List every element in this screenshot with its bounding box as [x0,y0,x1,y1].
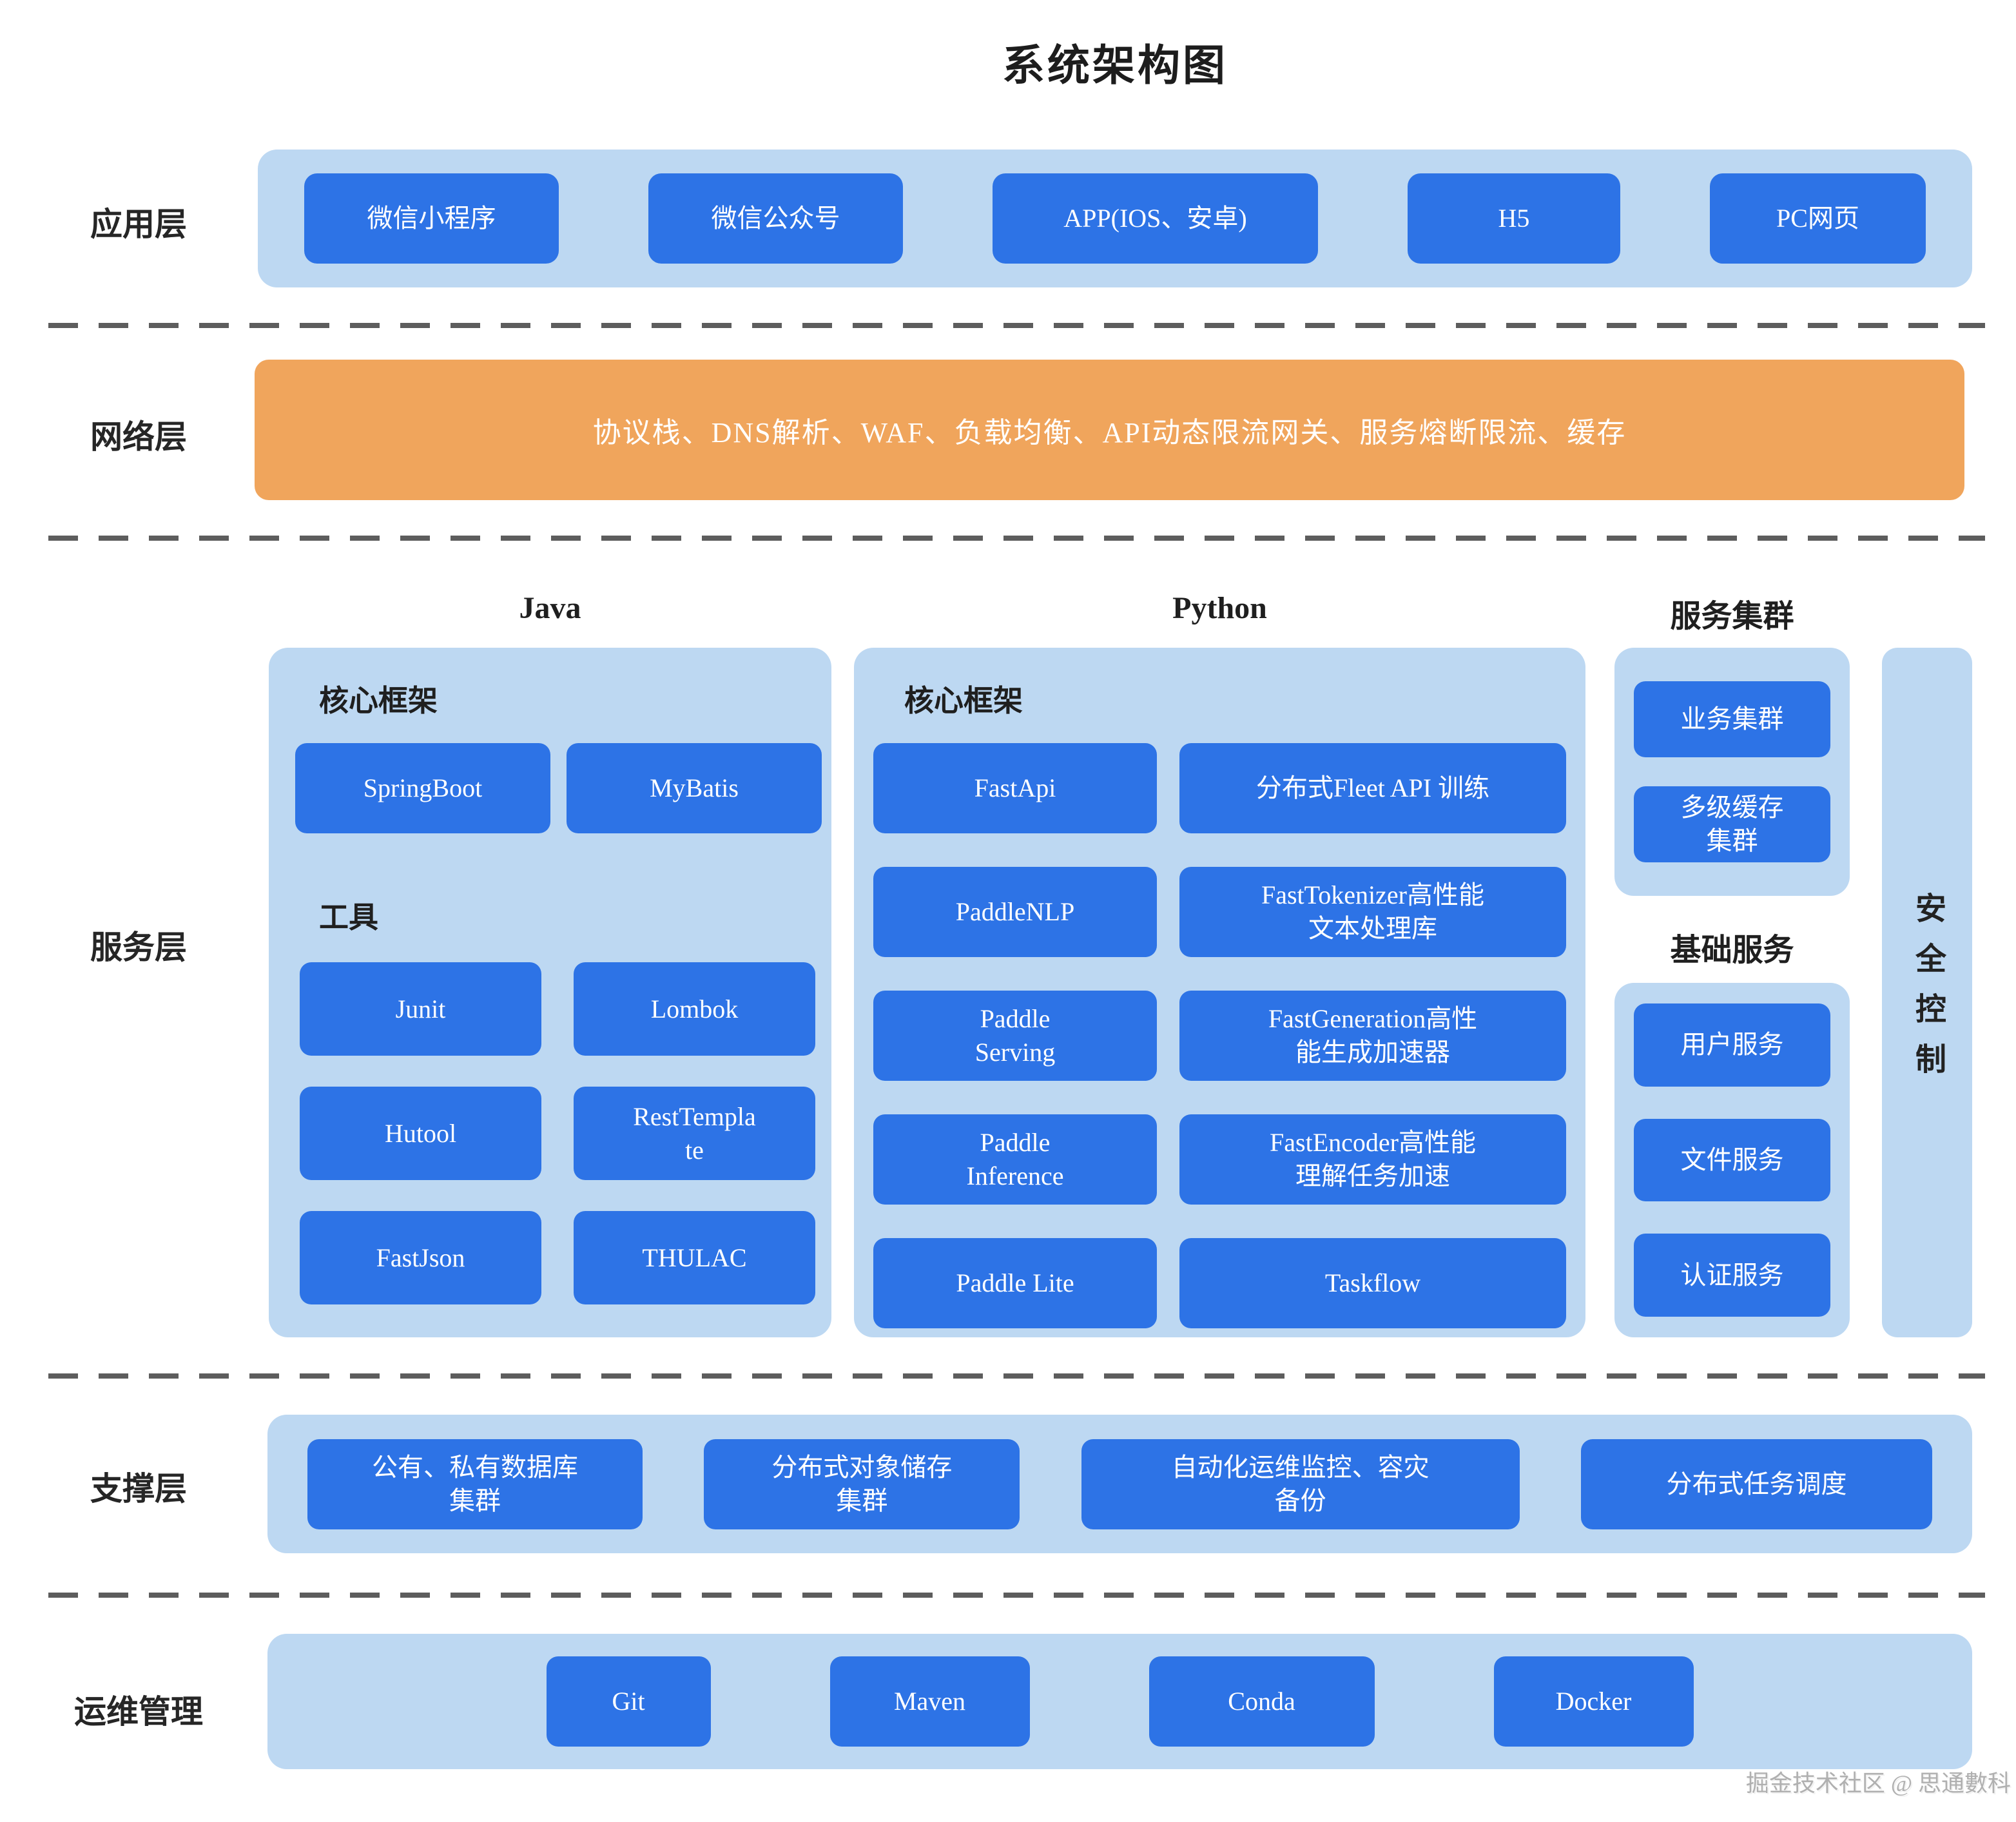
box-file-service: 文件服务 [1634,1118,1830,1202]
box-taskflow: Taskflow [1179,1238,1566,1328]
network-capabilities-bar: 协议栈、DNS解析、WAF、负载均衡、API动态限流网关、服务熔断限流、缓存 [255,360,1964,500]
box-paddle-serving: Paddle Serving [873,991,1157,1081]
box-conda: Conda [1149,1656,1375,1747]
service-clusters-panel: 业务集群 多级缓存 集群 [1614,648,1850,896]
python-grid: FastApi 分布式Fleet API 训练 PaddleNLP FastTo… [873,743,1566,1328]
java-tools-grid: Junit Lombok Hutool RestTempla te FastJs… [300,962,815,1304]
box-lombok: Lombok [574,962,815,1056]
box-fastapi: FastApi [873,743,1157,833]
watermark: 掘金技术社区 @ 思通數科 [1745,1770,2011,1796]
box-springboot: SpringBoot [295,743,550,833]
python-panel: 核心框架 FastApi 分布式Fleet API 训练 PaddleNLP F… [854,648,1585,1337]
box-wechat-official-account: 微信公众号 [648,173,903,264]
python-section-heading: Python [1172,591,1267,625]
box-app-ios-android: APP(IOS、安卓) [993,173,1318,264]
box-paddle-lite: Paddle Lite [873,1238,1157,1328]
ops-layer-panel: Git Maven Conda Docker [267,1634,1972,1769]
java-tools-title: 工具 [319,901,378,934]
network-capabilities-text: 协议栈、DNS解析、WAF、负载均衡、API动态限流网关、服务熔断限流、缓存 [592,417,1627,449]
page-title: 系统架构图 [1002,43,1228,90]
box-object-storage-cluster: 分布式对象储存 集群 [704,1439,1020,1529]
box-multilevel-cache-cluster: 多级缓存 集群 [1634,786,1830,862]
layer-label-service: 服务层 [90,929,187,965]
security-control-label: 安全控制 [1910,892,1944,1093]
box-task-scheduling: 分布式任务调度 [1580,1439,1932,1529]
java-core-grid: SpringBoot MyBatis [295,743,822,833]
layer-divider [48,1373,1985,1379]
java-panel: 核心框架 SpringBoot MyBatis 工具 Junit Lombok … [269,648,831,1337]
application-layer-panel: 微信小程序 微信公众号 APP(IOS、安卓) H5 PC网页 [258,150,1972,287]
layer-divider [48,1593,1985,1598]
layer-label-ops: 运维管理 [74,1694,203,1730]
box-maven: Maven [829,1656,1030,1747]
basic-services-panel: 用户服务 文件服务 认证服务 [1614,983,1850,1337]
box-fasttokenizer: FastTokenizer高性能 文本处理库 [1179,867,1566,957]
box-business-cluster: 业务集群 [1634,681,1830,757]
box-auth-service: 认证服务 [1634,1234,1830,1317]
box-paddlenlp: PaddleNLP [873,867,1157,957]
box-fastjson: FastJson [300,1211,541,1304]
box-user-service: 用户服务 [1634,1003,1830,1087]
basic-services-heading: 基础服务 [1670,933,1794,967]
box-fastencoder: FastEncoder高性能 理解任务加速 [1179,1114,1566,1205]
box-paddle-inference: Paddle Inference [873,1114,1157,1205]
box-junit: Junit [300,962,541,1056]
support-layer-panel: 公有、私有数据库 集群 分布式对象储存 集群 自动化运维监控、容灾 备份 分布式… [267,1415,1972,1553]
box-mybatis: MyBatis [567,743,822,833]
security-control-bar: 安全控制 [1882,648,1972,1337]
layer-label-application: 应用层 [90,206,187,242]
box-git: Git [546,1656,711,1747]
service-clusters-heading: 服务集群 [1670,599,1794,634]
box-resttemplate: RestTempla te [574,1087,815,1180]
box-pc-web: PC网页 [1710,173,1926,264]
layer-label-network: 网络层 [90,419,187,455]
box-ops-monitoring-dr: 自动化运维监控、容灾 备份 [1081,1439,1520,1529]
java-section-heading: Java [519,591,581,625]
box-fleet-api-training: 分布式Fleet API 训练 [1179,743,1566,833]
python-core-frameworks-title: 核心框架 [904,684,1023,717]
box-wechat-miniprogram: 微信小程序 [304,173,559,264]
box-hutool: Hutool [300,1087,541,1180]
box-thulac: THULAC [574,1211,815,1304]
layer-label-support: 支撑层 [90,1471,187,1507]
box-h5: H5 [1408,173,1620,264]
layer-divider [48,536,1985,541]
java-core-frameworks-title: 核心框架 [319,684,438,717]
box-docker: Docker [1493,1656,1694,1747]
box-database-cluster: 公有、私有数据库 集群 [307,1439,643,1529]
layer-divider [48,323,1985,328]
box-fastgeneration: FastGeneration高性 能生成加速器 [1179,991,1566,1081]
